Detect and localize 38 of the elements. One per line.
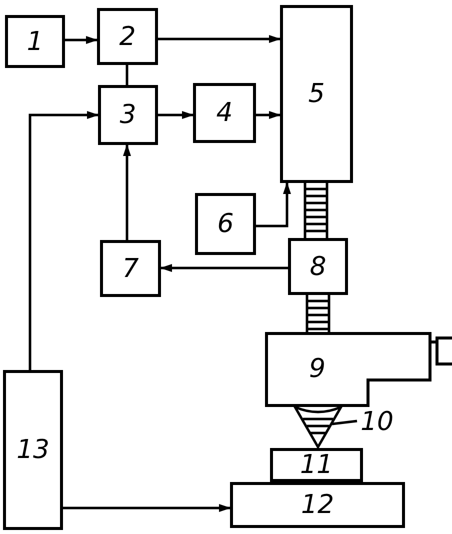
coil-connector	[304, 182, 328, 240]
arrow	[65, 36, 98, 44]
workpiece-box	[270, 448, 363, 482]
block-number: 12	[300, 492, 334, 518]
arrow	[158, 35, 281, 43]
block-number: 2	[119, 24, 136, 50]
block-number: 13	[16, 437, 50, 463]
block-number: 1	[26, 28, 44, 54]
block-box	[3, 370, 63, 530]
block-number: 3	[120, 102, 136, 128]
leader-line	[332, 420, 358, 426]
block-box	[288, 238, 348, 295]
block-number: 7	[122, 256, 139, 282]
block-number: 4	[216, 100, 233, 126]
cone-tip-drawing	[293, 405, 343, 449]
block-box	[195, 193, 256, 255]
arrow	[28, 111, 99, 370]
arrow	[158, 111, 194, 119]
block-box	[193, 83, 256, 143]
arrow	[123, 144, 131, 240]
callout-number: 10	[360, 409, 394, 435]
transducer-housing	[265, 332, 452, 407]
block-number: 5	[308, 81, 325, 107]
arrow	[63, 504, 231, 512]
block-number: 9	[309, 356, 326, 382]
block-box	[5, 15, 65, 68]
arrow	[160, 264, 288, 272]
table-box	[230, 482, 405, 528]
arrow	[256, 111, 281, 119]
coil-connector	[306, 294, 330, 334]
block-box	[98, 85, 158, 145]
block-number: 6	[217, 211, 234, 237]
block-box	[280, 5, 353, 183]
block-box	[97, 8, 158, 65]
block-number: 11	[300, 452, 334, 478]
arrow	[256, 182, 291, 228]
block-box	[100, 240, 161, 297]
block-number: 8	[310, 254, 326, 280]
